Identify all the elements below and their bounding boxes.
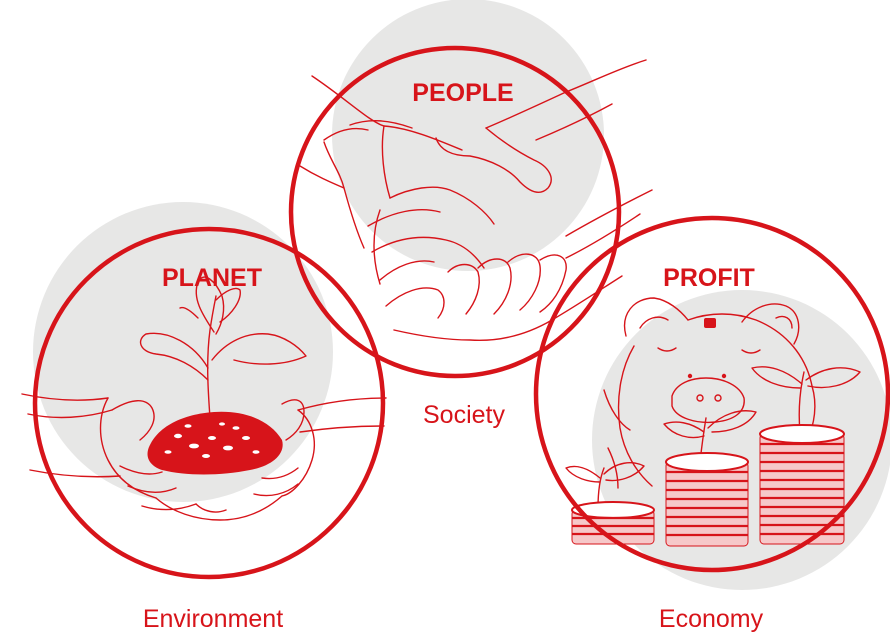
profit-caption: Economy <box>659 605 764 633</box>
soil-mound <box>147 411 283 475</box>
planet-ring <box>32 226 386 580</box>
people-shadow <box>332 0 604 271</box>
seedling-in-hands-icon <box>21 276 387 521</box>
piggy-bank-coins-icon <box>565 297 861 547</box>
profit-title: PROFIT <box>663 264 755 292</box>
planet-caption: Environment <box>143 605 283 633</box>
people-ring <box>288 45 622 379</box>
coin-slot <box>704 318 716 328</box>
outline-rings <box>32 45 890 580</box>
planet-title: PLANET <box>162 264 262 292</box>
people-caption: Society <box>423 401 505 429</box>
people-title: PEOPLE <box>412 79 513 107</box>
profit-ring <box>533 215 890 573</box>
